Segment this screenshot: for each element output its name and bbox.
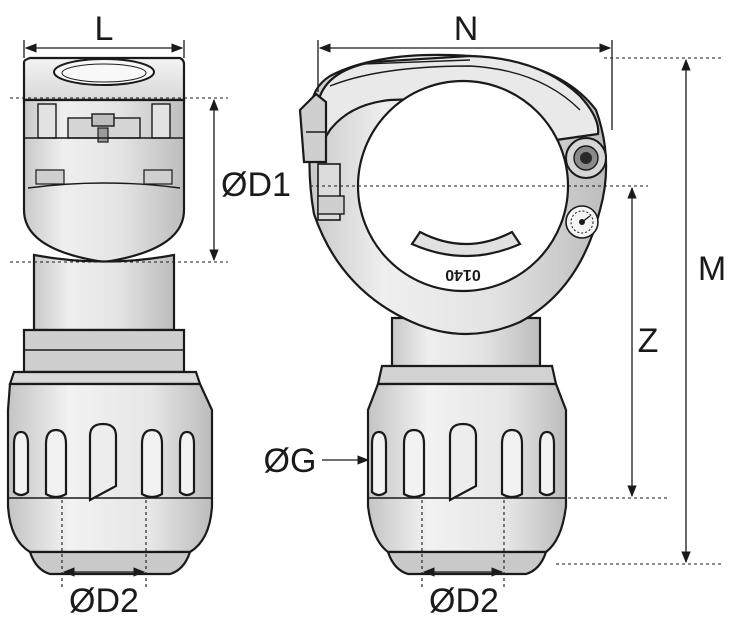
- grip-ribs-left: [12, 422, 196, 502]
- stamp-text: 0140: [445, 266, 481, 283]
- label-D2-right: ØD2: [429, 582, 499, 620]
- pipe-opening-ellipse: [53, 58, 155, 86]
- label-D1: ØD1: [221, 166, 291, 204]
- lever-arm: [310, 54, 600, 159]
- left-side-view: [6, 56, 214, 576]
- date-dial-icon: [565, 205, 599, 239]
- label-G: ØG: [264, 442, 317, 480]
- label-N: N: [454, 10, 479, 48]
- grip-ribs-right: [370, 422, 556, 502]
- dimension-labels: L N M ØD1 Z ØG ØD2 ØD2: [69, 10, 726, 620]
- label-M: M: [698, 250, 726, 288]
- label-D2-left: ØD2: [69, 582, 139, 620]
- label-Z: Z: [638, 322, 659, 360]
- right-front-view: 0140: [298, 53, 608, 576]
- dimension-lines: [10, 40, 722, 588]
- label-L: L: [95, 10, 114, 48]
- pivot-screw-icon: [565, 137, 607, 179]
